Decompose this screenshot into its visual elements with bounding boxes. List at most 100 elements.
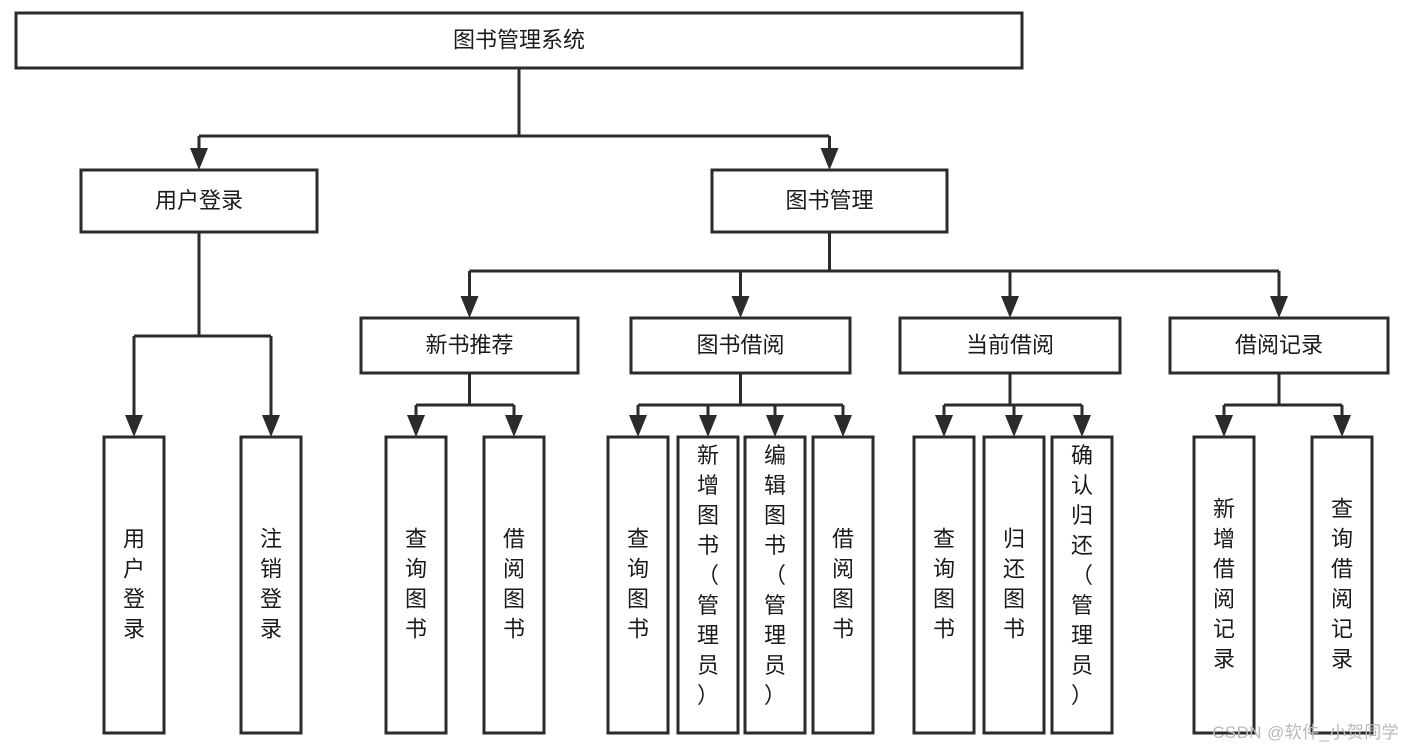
leaf-label-char: 阅 — [503, 557, 525, 582]
leaf-label-char: 询 — [627, 557, 649, 582]
arrowhead-icon — [190, 148, 208, 170]
leaf-label-char: 书 — [832, 617, 854, 642]
arrowhead-icon — [1073, 415, 1091, 437]
node-rect — [79, 168, 319, 234]
node-book-manage[interactable]: 图书管理 — [710, 168, 949, 234]
leaf-label-char: 阅 — [1331, 587, 1353, 612]
arrowhead-icon — [1215, 415, 1233, 437]
node-root[interactable]: 图书管理系统 — [14, 11, 1024, 70]
leaf-label-char: 图 — [627, 587, 649, 612]
node-rect — [1168, 316, 1390, 375]
node-rect — [811, 435, 875, 735]
node-book-borrow[interactable]: 图书借阅 — [629, 316, 852, 375]
leaf-label-char: 借 — [1331, 557, 1353, 582]
leaf-label-char: 书 — [627, 617, 649, 642]
leaf-label-char: 增 — [697, 473, 719, 498]
leaf-label-char: 书 — [1003, 617, 1025, 642]
node-layer: 图书管理系统用户登录图书管理新书推荐图书借阅当前借阅借阅记录用户登录注销登录查询… — [14, 11, 1390, 735]
leaf-label-char: 用 — [123, 527, 145, 552]
node-rect — [743, 435, 807, 735]
node-rect — [982, 435, 1046, 735]
leaf-label-char: 编 — [764, 443, 786, 468]
leaf-label-char: 登 — [260, 587, 282, 612]
leaf-label-char: 确 — [1071, 443, 1093, 468]
leaf-label-char: 借 — [832, 527, 854, 552]
leaf-label-char: 管 — [1071, 593, 1093, 618]
leaf-label-char: 员 — [697, 653, 719, 678]
leaf-label-char: 询 — [933, 557, 955, 582]
leaf-label-char: 图 — [405, 587, 427, 612]
leaf-label-char: 图 — [1003, 587, 1025, 612]
leaf-label-char: 查 — [405, 527, 427, 552]
node-label: 借阅记录 — [1235, 332, 1323, 357]
leaf-label-char: 记 — [1213, 617, 1235, 642]
leaf-label-char: 注 — [260, 527, 282, 552]
leaf-label-char: ） — [697, 683, 719, 708]
leaf-label-char: 询 — [1331, 527, 1353, 552]
leaf-label-char: ） — [764, 683, 786, 708]
leaf-label-char: 录 — [1331, 647, 1353, 672]
leaf-label-char: 书 — [405, 617, 427, 642]
leaf-label-char: 理 — [764, 623, 786, 648]
leaf-label-char: 管 — [697, 593, 719, 618]
leaf-label-char: 归 — [1071, 503, 1093, 528]
leaf-label-char: （ — [697, 563, 719, 588]
node-rect — [14, 11, 1024, 70]
arrowhead-icon — [1270, 296, 1288, 318]
node-rect — [384, 435, 448, 735]
node-label: 图书借阅 — [696, 332, 784, 357]
leaf-label-char: 员 — [764, 653, 786, 678]
arrowhead-icon — [460, 296, 479, 318]
leaf-label-char: 新 — [1213, 497, 1235, 522]
leaf-label-char: （ — [1071, 563, 1093, 588]
arrowhead-icon — [935, 415, 953, 437]
node-label: 图书管理 — [785, 188, 873, 213]
node-current-borrow[interactable]: 当前借阅 — [898, 316, 1122, 375]
leaf-label-char: 图 — [764, 503, 786, 528]
node-label: 图书管理系统 — [453, 27, 585, 52]
node-borrow-record[interactable]: 借阅记录 — [1168, 316, 1390, 375]
arrowhead-icon — [731, 296, 750, 318]
node-rect — [629, 316, 852, 375]
arrowhead-icon — [125, 415, 143, 437]
node-rect — [676, 435, 740, 735]
leaf-label-char: 书 — [933, 617, 955, 642]
arrowhead-icon — [505, 415, 523, 437]
node-rect — [1050, 435, 1114, 735]
watermark-label: CSDN @软件_小贺同学 — [1212, 723, 1399, 742]
leaf-label-char: 员 — [1071, 653, 1093, 678]
leaf-label-char: 录 — [123, 617, 145, 642]
node-label: 当前借阅 — [966, 332, 1054, 357]
leaf-label-char: 查 — [1331, 497, 1353, 522]
leaf-label-char: 图 — [503, 587, 525, 612]
arrowhead-icon — [834, 415, 852, 437]
leaf-label-char: 辑 — [764, 473, 786, 498]
leaf-label-char: 阅 — [832, 557, 854, 582]
leaf-label-char: 图 — [697, 503, 719, 528]
leaf-label-char: 户 — [123, 557, 145, 582]
arrowhead-icon — [1001, 296, 1019, 318]
leaf-label-char: 借 — [1213, 557, 1235, 582]
leaf-node-leaf-user-login[interactable]: 用户登录 — [102, 435, 166, 735]
leaf-label-char: 查 — [933, 527, 955, 552]
node-user-login[interactable]: 用户登录 — [79, 168, 319, 234]
leaf-label-char: 认 — [1071, 473, 1093, 498]
leaf-label-char: 还 — [1071, 533, 1093, 558]
leaf-label-char: 记 — [1331, 617, 1353, 642]
node-rect — [1192, 435, 1256, 735]
node-new-book-recommend[interactable]: 新书推荐 — [359, 316, 580, 375]
leaf-label-char: 录 — [260, 617, 282, 642]
arrowhead-icon — [407, 415, 425, 437]
